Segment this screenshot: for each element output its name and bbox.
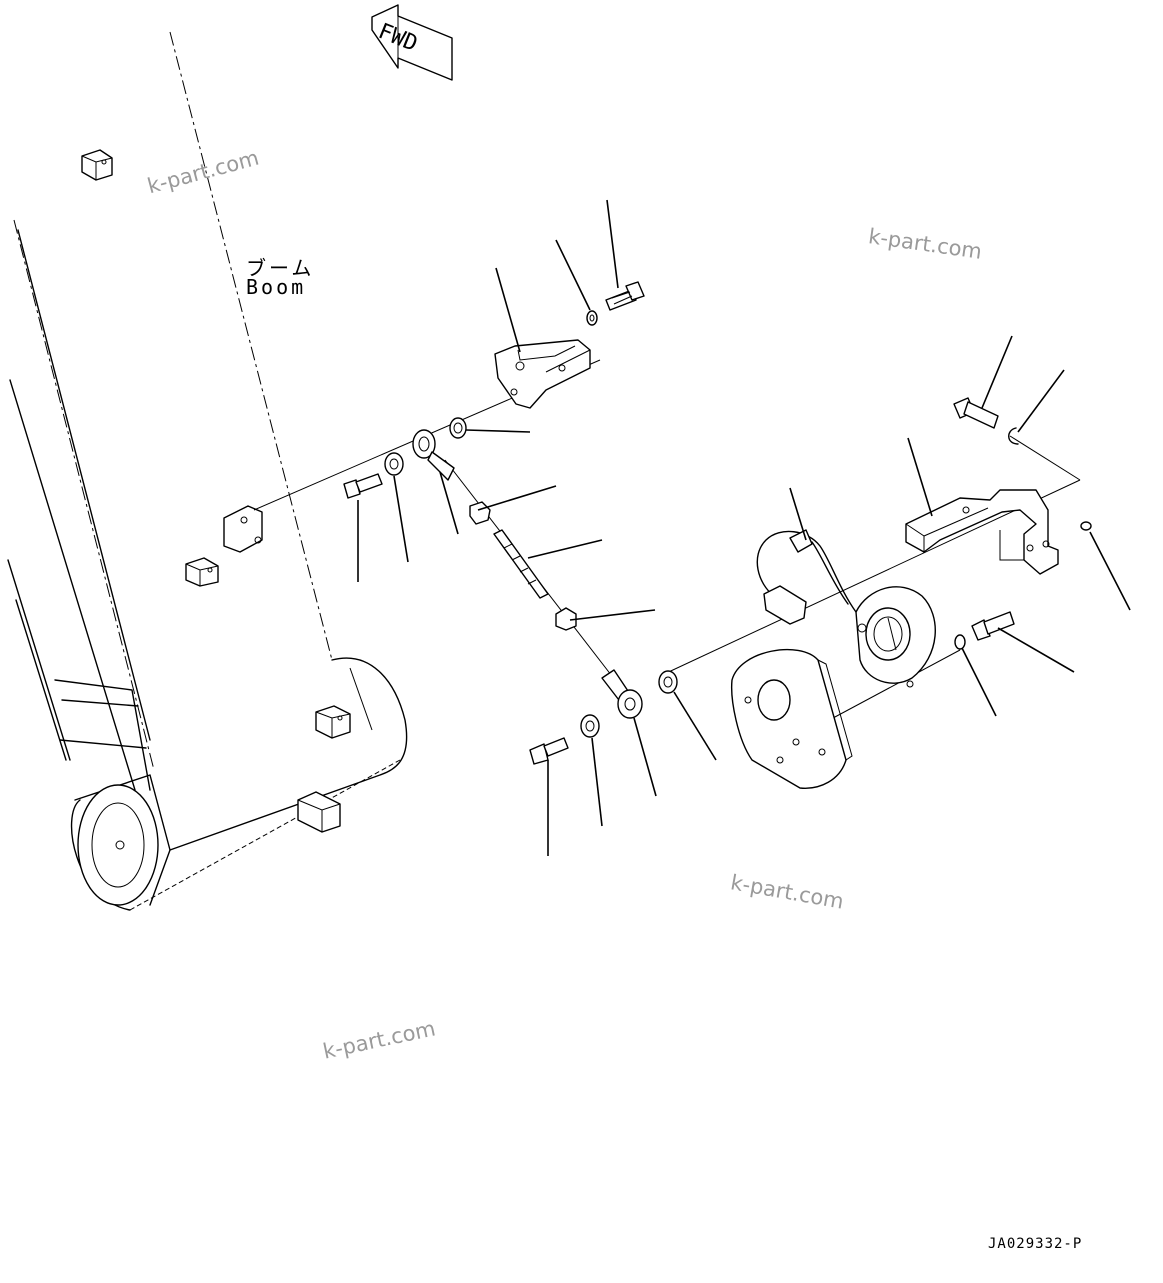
assembly-centerline [819,649,961,726]
mounting-plate [223,505,263,553]
weld-nut-block [185,557,219,587]
fwd-arrow [371,4,453,81]
leader-lines [357,199,1131,856]
washer [384,452,404,476]
rod-end-lower [601,669,643,719]
weld-nut-block [315,705,351,739]
rod-end-upper [412,429,455,481]
bolt [971,611,1015,641]
snap-ring [1008,427,1019,445]
washer [586,310,598,326]
rotary-sensor [855,586,936,688]
washer [580,714,600,738]
washer [954,634,966,650]
washer [449,417,467,439]
washer [658,670,678,694]
assembly-centerline [999,530,1030,561]
hex-nut [555,607,577,631]
bolt [529,737,569,765]
boom-label-en: Boom [246,275,307,299]
boom-label-jp: ブーム [246,256,315,280]
threaded-rod [493,529,549,599]
pin [1080,521,1092,531]
bolt [605,281,645,311]
drawing-code: JA029332-P [988,1236,1083,1252]
link-bracket [905,489,1059,575]
hex-nut [469,501,491,525]
weld-nut-block [81,149,113,181]
assembly-centerline [659,479,1081,677]
bolt [343,473,383,499]
sensor-harness [756,529,857,625]
assembly-centerline [1009,435,1081,481]
boom-arm [7,31,408,911]
upper-bracket [494,339,591,409]
weld-nut-block [297,791,341,833]
sensor-base-plate [730,648,853,789]
bolt [953,397,999,429]
